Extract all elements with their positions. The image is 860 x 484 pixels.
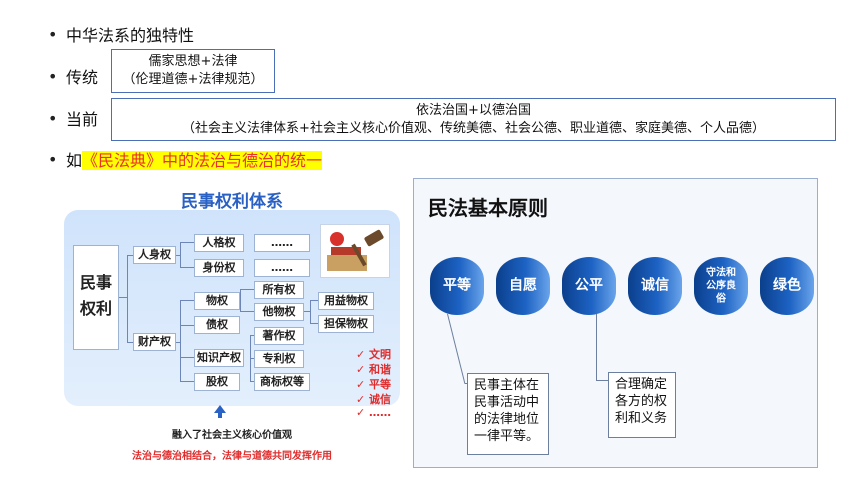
usufruct-box: 用益物权 [318,292,374,310]
connector [175,255,180,256]
check-item: ✓ 诚信 [356,393,392,406]
trademark-box: 商标权等 [254,373,310,391]
connector [180,242,181,268]
connector [310,300,311,324]
connector [180,325,194,326]
principle-green: 绿色 [760,257,814,315]
bullet-1-text: 中华法系的独特性 [66,26,195,45]
tradition-line-1: 儒家思想+法律 [148,54,238,69]
debt-rights-box: 债权 [194,316,240,334]
connector [127,342,133,343]
security-box: 担保物权 [318,315,374,333]
personal-rights-box: 人身权 [133,246,176,264]
identity-rights-box: 身份权 [194,259,244,277]
connector [180,242,194,243]
check-item: ✓ 和谐 [356,363,392,376]
dots-box: …… [254,259,310,277]
connector [303,311,310,312]
connector [240,289,241,311]
check-item: ✓ 文明 [356,348,392,361]
root-line-1: 民事 [79,273,112,292]
connector [175,342,180,343]
current-box: 依法治国+以德治国 （社会主义法律体系+社会主义核心价值观、传统美德、社会公德、… [111,98,836,141]
copyright-box: 著作权 [254,327,304,345]
patent-box: 专利权 [254,350,304,368]
personality-rights-box: 人格权 [194,234,244,252]
check-item: ✓ …… [356,406,392,419]
bullet-4-text: 如《民法典》中的法治与德治的统一 [66,147,323,171]
tradition-line-2: （伦理道德+法律规范） [122,72,264,87]
connector [127,255,133,256]
connector [127,255,128,343]
connector [250,381,254,382]
bullet-2-text: 传统 [66,68,99,87]
core-values-note: 融入了社会主义核心价值观 [172,430,292,441]
connector [180,300,194,301]
ownership-box: 所有权 [254,281,304,299]
civil-code-highlight: 《民法典》中的法治与德治的统一 [82,151,323,170]
fairness-callout: 合理确定各方的权利和义务 [608,372,676,438]
law-illustration [320,224,390,278]
connector [180,300,181,382]
gavel-icon [327,229,384,271]
connector [310,323,318,324]
principle-integrity: 诚信 [628,257,682,315]
connector [180,381,194,382]
bullet-4-prefix: 如 [66,151,83,170]
bullet-dot: • [48,150,58,169]
equality-callout: 民事主体在民事活动中的法律地位一律平等。 [467,373,549,455]
callout-pointer [596,314,597,380]
other-right-box: 他物权 [254,303,304,321]
rights-title: 民事权利体系 [181,192,283,212]
connector [250,358,254,359]
connector [180,357,194,358]
connector [240,289,254,290]
up-arrow-icon [214,405,226,413]
principle-equality: 平等 [430,257,484,315]
root-rights-box: 民事 权利 [73,245,119,350]
principle-public-order: 守法和公序良俗 [694,257,748,315]
real-rights-box: 物权 [194,292,240,310]
connector [250,335,254,336]
current-line-2: （社会主义法律体系+社会主义核心价值观、传统美德、社会公德、职业道德、家庭美德、… [182,121,765,136]
root-line-2: 权利 [79,299,112,318]
bullet-dot: • [48,109,58,128]
up-arrow-stem [218,412,222,418]
tradition-box: 儒家思想+法律 （伦理道德+法律规范） [111,49,275,93]
combine-note: 法治与德治相结合，法律与道德共同发挥作用 [132,451,332,462]
bullet-dot: • [48,67,58,86]
principle-fairness: 公平 [562,257,616,315]
dots-box: …… [254,234,310,252]
callout-pointer [596,380,608,381]
principles-title: 民法基本原则 [428,196,548,220]
bullet-dot: • [48,25,58,44]
ip-rights-box: 知识产权 [194,349,244,367]
stock-rights-box: 股权 [194,373,240,391]
property-rights-box: 财产权 [133,333,176,351]
bullet-3-text: 当前 [66,110,99,129]
connector [119,297,127,298]
check-item: ✓ 平等 [356,378,392,391]
connector [180,267,194,268]
connector [240,311,254,312]
connector [310,300,318,301]
current-line-1: 依法治国+以德治国 [416,103,531,118]
principle-voluntary: 自愿 [496,257,550,315]
